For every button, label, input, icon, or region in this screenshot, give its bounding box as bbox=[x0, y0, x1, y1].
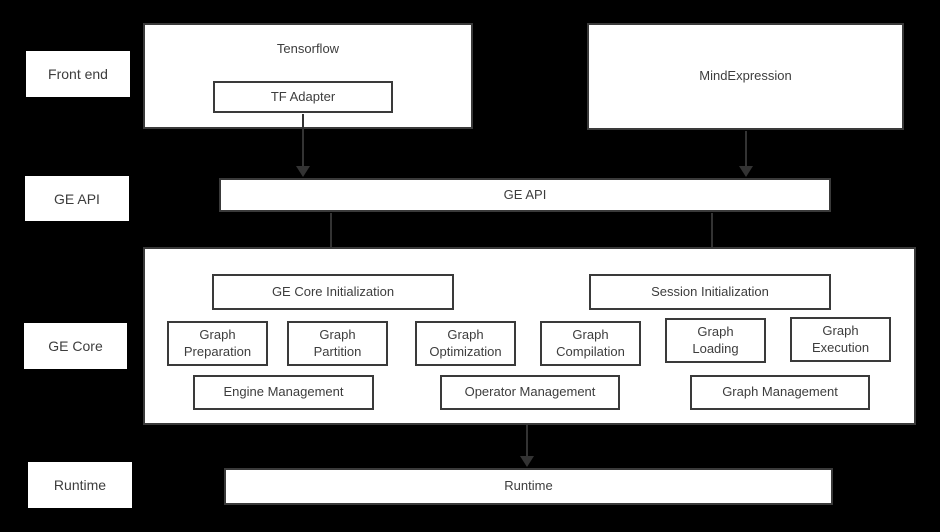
tf-adapter-box: TF Adapter bbox=[213, 81, 393, 113]
layer-label-ge-core: GE Core bbox=[24, 323, 127, 369]
operator-management-box: Operator Management bbox=[440, 375, 620, 410]
arrow-ge-core-to-runtime bbox=[520, 425, 534, 467]
arrow-line bbox=[745, 131, 747, 168]
session-initialization-box: Session Initialization bbox=[589, 274, 831, 310]
graph-compilation-box: Graph Compilation bbox=[540, 321, 641, 366]
layer-label-runtime: Runtime bbox=[28, 462, 132, 508]
graph-loading-box: Graph Loading bbox=[665, 318, 766, 363]
mindexpression-box: MindExpression bbox=[587, 23, 904, 130]
graph-execution-box: Graph Execution bbox=[790, 317, 891, 362]
arrow-head-icon bbox=[520, 456, 534, 467]
arrow-head-icon bbox=[296, 166, 310, 177]
arrow-head-icon bbox=[739, 166, 753, 177]
layer-label-ge-api: GE API bbox=[25, 176, 129, 221]
runtime-box: Runtime bbox=[224, 468, 833, 505]
engine-management-box: Engine Management bbox=[193, 375, 374, 410]
graph-management-box: Graph Management bbox=[690, 375, 870, 410]
ge-api-box: GE API bbox=[219, 178, 831, 212]
arrow-line bbox=[330, 213, 332, 263]
ge-core-initialization-box: GE Core Initialization bbox=[212, 274, 454, 310]
arrow-mindexpression-to-ge-api bbox=[739, 131, 753, 177]
graph-preparation-box: Graph Preparation bbox=[167, 321, 268, 366]
graph-partition-box: Graph Partition bbox=[287, 321, 388, 366]
tensorflow-label: Tensorflow bbox=[276, 41, 340, 56]
arrow-line bbox=[526, 425, 528, 458]
arrow-line bbox=[711, 213, 713, 263]
arrow-line bbox=[302, 114, 304, 168]
graph-optimization-box: Graph Optimization bbox=[415, 321, 516, 366]
arrow-tf-adapter-to-ge-api bbox=[296, 114, 310, 177]
layer-label-front-end: Front end bbox=[26, 51, 130, 97]
